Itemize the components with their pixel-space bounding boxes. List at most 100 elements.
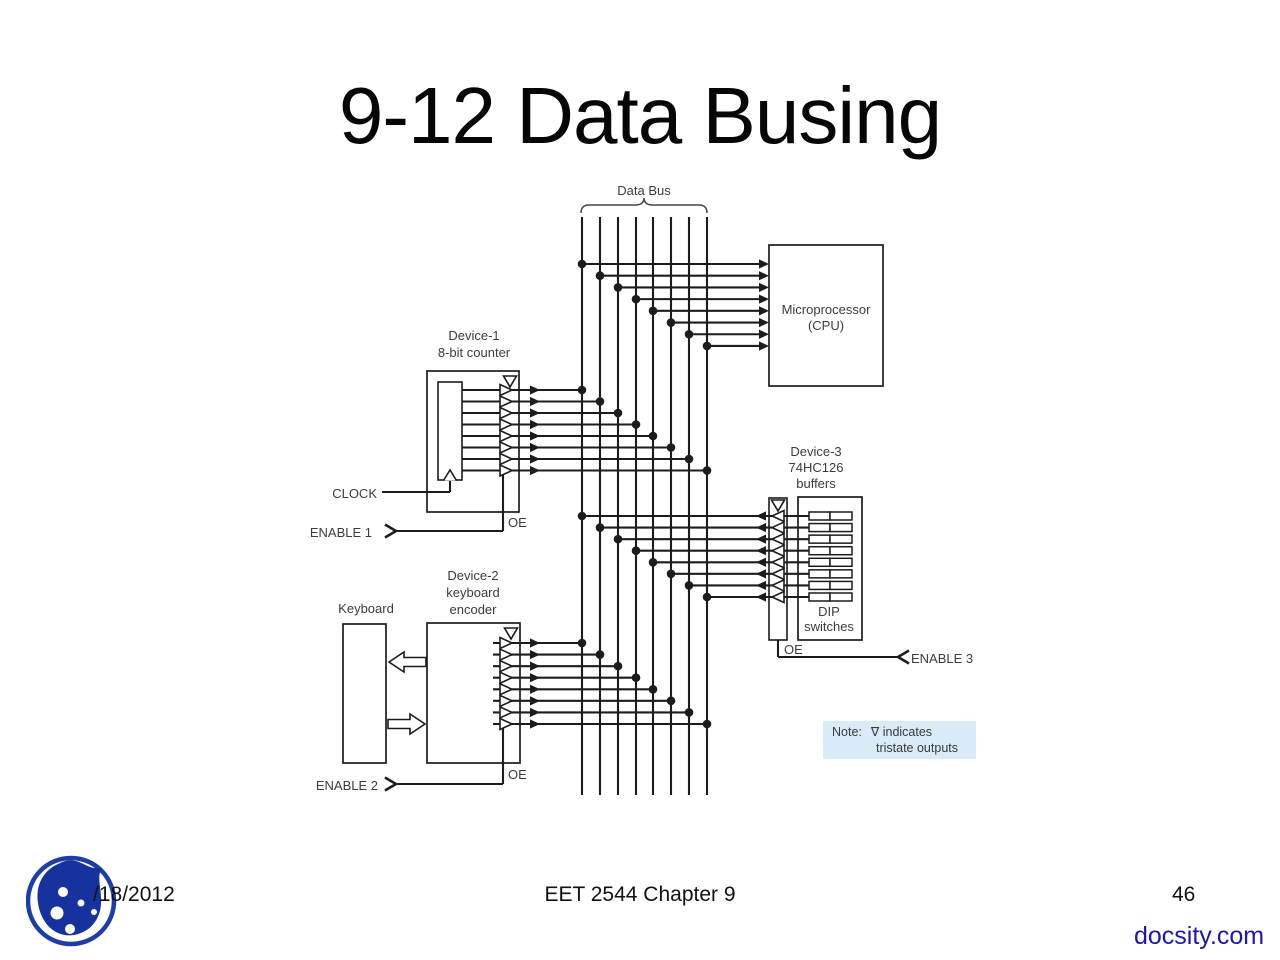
tristate-buffer-icon — [770, 567, 785, 581]
connection-dot — [577, 638, 587, 648]
arrowhead-icon — [530, 719, 540, 729]
cpu-box — [768, 244, 884, 387]
tristate-buffer-icon — [499, 659, 514, 673]
connection-dot — [702, 466, 712, 475]
connection-dot — [577, 511, 587, 521]
device2-subtitle-2: encoder — [449, 602, 497, 617]
note-text-2: tristate outputs — [876, 741, 958, 755]
arrowhead-icon — [756, 522, 766, 533]
tristate-buffer-icon — [499, 394, 514, 409]
arrowhead-icon — [530, 661, 540, 671]
arrowhead-icon — [756, 557, 766, 567]
tristate-marker-icon — [503, 627, 519, 641]
connection-dot — [595, 650, 605, 659]
arrowhead-icon — [530, 431, 540, 441]
tristate-buffer-icon — [499, 406, 514, 420]
tristate-buffer-icon — [499, 452, 514, 466]
clock-label: CLOCK — [332, 486, 377, 501]
connection-dot — [577, 259, 587, 269]
tristate-buffer-icon — [499, 670, 514, 685]
tristate-buffer-icon — [499, 717, 514, 731]
connection-dot — [666, 696, 676, 706]
connection-dot — [648, 306, 658, 316]
dip-switch-cell — [829, 557, 853, 568]
dip-switch-cell — [808, 592, 831, 602]
cpu-name: Microprocessor — [781, 302, 871, 317]
tristate-marker-icon — [770, 499, 786, 513]
arrowhead-icon — [759, 329, 769, 339]
dip-switch-cell — [829, 580, 853, 591]
tristate-buffer-icon — [499, 636, 514, 650]
dip-label-2: switches — [804, 619, 854, 634]
tristate-buffer-icon — [499, 682, 514, 697]
block-arrow-left-icon — [387, 650, 427, 674]
connection-dot — [631, 294, 641, 304]
dip-switch-cell — [829, 522, 853, 533]
device1-register-box — [437, 381, 463, 481]
tristate-buffer-icon — [770, 520, 785, 535]
enable2-label: ENABLE 2 — [315, 778, 378, 793]
connection-dot — [595, 397, 605, 406]
tristate-buffer-icon — [770, 509, 785, 523]
connection-dot — [631, 673, 641, 683]
device2-oe-label: OE — [508, 767, 527, 782]
cpu-label: Microprocessor (CPU) — [782, 302, 871, 334]
connection-dot — [666, 569, 676, 579]
arrowhead-icon — [530, 465, 540, 476]
tristate-buffer-icon — [499, 383, 514, 397]
block-arrow-right-icon — [387, 712, 427, 736]
tristate-buffer-icon — [499, 417, 514, 432]
tristate-buffer-icon — [770, 543, 785, 558]
footer-course: EET 2544 Chapter 9 — [544, 883, 736, 906]
arrowhead-icon — [530, 673, 540, 683]
connection-dot — [702, 592, 712, 602]
dip-switch-cell — [808, 511, 831, 521]
note-prefix: Note: — [832, 725, 862, 739]
arrowhead-icon — [530, 396, 540, 407]
arrowhead-icon — [530, 684, 540, 694]
device2-label: Device-2 keyboard encoder — [446, 567, 499, 618]
arrowhead-icon — [530, 419, 540, 430]
dip-switches-label: DIP switches — [804, 604, 854, 634]
tristate-note: Note:∇ indicates tristate outputs — [823, 721, 976, 759]
tristate-buffer-icon — [499, 694, 514, 708]
arrowhead-icon — [756, 546, 766, 556]
connection-dot — [684, 708, 694, 717]
arrowhead-icon — [759, 259, 769, 269]
device1-subtitle: 8-bit counter — [437, 345, 511, 360]
clock-input-icon — [442, 468, 458, 481]
device3-subtitle-2: buffers — [796, 476, 836, 491]
connection-dot — [631, 546, 641, 556]
enable-chevron-icon — [384, 523, 399, 539]
arrowhead-icon — [759, 282, 769, 293]
connection-dot — [684, 581, 694, 590]
arrowhead-icon — [756, 511, 766, 521]
device1-title: Device-1 — [448, 328, 500, 343]
connection-dot — [648, 684, 658, 694]
connection-dot — [684, 454, 694, 464]
arrowhead-icon — [759, 271, 769, 281]
dip-switch-cell — [829, 569, 853, 579]
dip-switch-cell — [808, 522, 831, 533]
connection-dot — [577, 385, 587, 395]
connection-dot — [595, 271, 605, 281]
connection-dot — [666, 443, 676, 452]
arrowhead-icon — [530, 707, 540, 718]
tristate-buffer-icon — [499, 647, 514, 662]
connection-dot — [666, 318, 676, 327]
device2-subtitle-1: keyboard — [446, 585, 500, 600]
arrowhead-icon — [530, 696, 540, 706]
docsity-logo-icon — [26, 855, 117, 947]
device2-title: Device-2 — [447, 568, 499, 583]
dip-switch-cell — [829, 545, 853, 556]
connection-dot — [613, 283, 623, 292]
dip-switch-cell — [808, 569, 831, 579]
tristate-buffer-icon — [499, 463, 514, 478]
docsity-watermark: docsity.com — [1134, 922, 1265, 950]
connection-dot — [613, 408, 623, 418]
connection-dot — [648, 557, 658, 567]
connection-dot — [595, 523, 605, 532]
dip-label-1: DIP — [818, 604, 840, 619]
